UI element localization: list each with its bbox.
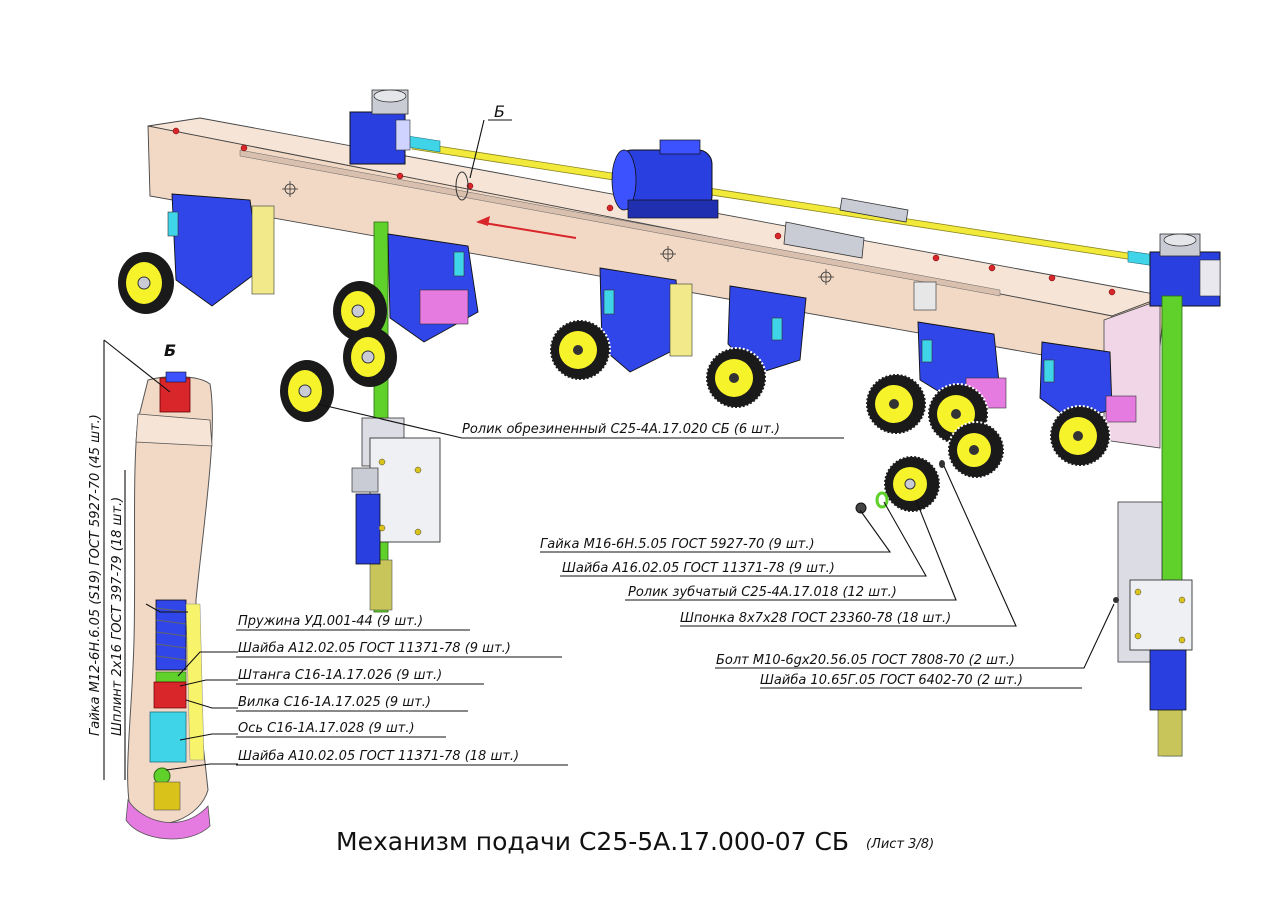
feed-mechanism-assembly: Б [118, 89, 1221, 757]
exploded-fasteners [855, 460, 1119, 603]
toothed-roller [705, 347, 767, 409]
callout-roller-rubber: Ролик обрезиненный С25-4А.17.020 СБ (6 ш… [462, 422, 780, 437]
leader-lines [103, 339, 1115, 780]
callout-washer-a16: Шайба А16.02.05 ГОСТ 11371-78 (9 шт.) [562, 561, 835, 576]
rubber-rollers [118, 252, 397, 422]
detail-view-b-marker: Б [164, 341, 176, 360]
callout-bolt-m10: Болт М10-6gх20.56.05 ГОСТ 7808-70 (2 шт.… [716, 653, 1015, 668]
detail-view-b: Б [125, 341, 213, 840]
toothed-roller [549, 319, 611, 381]
left-column-bracket [351, 417, 441, 565]
rubber-roller [118, 252, 174, 314]
toothed-roller-exploded [883, 455, 941, 513]
rubber-roller-exploded [280, 360, 334, 422]
toothed-roller [947, 421, 1005, 479]
right-column-bracket [1117, 501, 1193, 711]
washer-a16-part [875, 491, 889, 509]
tension-slider [783, 197, 909, 259]
view-b-circle [455, 171, 469, 201]
bolt-m10-part [1113, 597, 1119, 603]
toothed-roller [1049, 405, 1111, 467]
callout-nut-m12: Гайка М12-6Н.6.05 (S19) ГОСТ 5927-70 (45… [88, 414, 103, 736]
callouts-detail: Пружина УД.001-44 (9 шт.) Шайба А12.02.0… [88, 414, 568, 766]
callouts-main: Ролик обрезиненный С25-4А.17.020 СБ (6 ш… [462, 422, 1023, 688]
left-gearbox [349, 89, 411, 165]
callout-key: Шпонка 8х7х28 ГОСТ 23360-78 (18 шт.) [680, 611, 951, 626]
callout-washer-10: Шайба 10.65Г.05 ГОСТ 6402-70 (2 шт.) [760, 673, 1023, 688]
drawing-title: Механизм подачи С25-5А.17.000-07 СБ [336, 827, 849, 856]
callout-spring: Пружина УД.001-44 (9 шт.) [238, 614, 423, 629]
rubber-roller [333, 281, 387, 341]
electric-motor [611, 139, 719, 219]
callout-rod: Штанга С16-1А.17.026 (9 шт.) [238, 668, 442, 683]
callout-axle: Ось С16-1А.17.028 (9 шт.) [238, 721, 415, 736]
callout-nut-m16: Гайка М16-6Н.5.05 ГОСТ 5927-70 (9 шт.) [540, 537, 815, 552]
rubber-roller [343, 327, 397, 387]
right-gearbox [1149, 233, 1221, 307]
main-beam [147, 117, 1167, 449]
callout-fork: Вилка С16-1А.17.025 (9 шт.) [238, 695, 431, 710]
view-b-marker: Б [494, 102, 505, 121]
callout-cotter-pin: Шплинт 2х16 ГОСТ 397-79 (18 шт.) [110, 497, 125, 736]
toothed-roller [865, 373, 927, 435]
toothed-rollers [549, 319, 1111, 513]
callout-washer-a12: Шайба А12.02.05 ГОСТ 11371-78 (9 шт.) [238, 641, 511, 656]
title-block: Механизм подачи С25-5А.17.000-07 СБ (Лис… [336, 827, 934, 856]
key-part [939, 460, 945, 468]
sheet-number: (Лист 3/8) [866, 837, 934, 852]
callout-washer-a10: Шайба А10.02.05 ГОСТ 11371-78 (18 шт.) [238, 749, 519, 764]
nut-m16-part [855, 502, 867, 514]
callout-roller-toothed: Ролик зубчатый С25-4А.17.018 (12 шт.) [628, 585, 897, 600]
